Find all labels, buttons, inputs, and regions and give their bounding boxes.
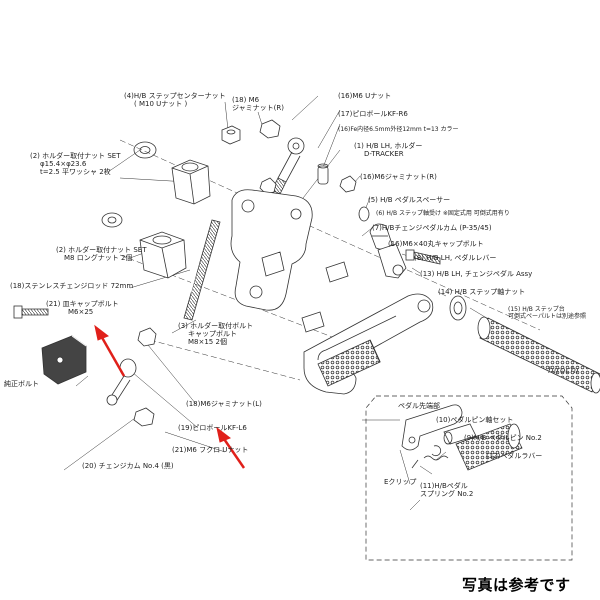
inset-pedal-rubber <box>455 423 523 471</box>
label-hb-lh-pedal-lever: (8) H/B LH, ペダルレバー <box>414 254 497 262</box>
holder-washer-2 <box>101 212 123 228</box>
label-m6x40-bolt: (16)M6×40丸キャップボルト <box>388 240 484 248</box>
label-hb-pedal-spring: (11)H/Bペダル スプリング No.2 <box>420 482 474 498</box>
step-nut-14 <box>449 295 467 321</box>
arrow-cap-bolt <box>98 333 126 377</box>
label-oem-bolt: 純正ボルト <box>4 380 39 388</box>
label-center-nut: (4)H/B ステップセンターナット ( M10 Uナット ) <box>124 92 226 108</box>
cap-bolt-m6 <box>13 305 49 319</box>
center-nut-m10 <box>221 125 241 145</box>
pedal-knurled-grip-lever <box>317 339 381 387</box>
arrow-cap-bolt-head <box>94 324 110 341</box>
label-holder-nut-long: (2) ホルダー取付ナット SET M8 ロングナット 2個 <box>56 246 147 262</box>
label-pedal-spacer: (5) H/B ペダルスペーサー <box>368 196 451 204</box>
pedal-tip-inset <box>365 395 573 561</box>
label-change-pedal-cam: (7)H/Bチェンジペダルカム (P-35/45) <box>372 224 492 232</box>
m6-small-nut <box>259 177 277 195</box>
label-holder-nut-set: (2) ホルダー取付ナット SET φ15.4×φ23.6 t=2.5 平ワッシ… <box>30 152 121 176</box>
holder-bolt-1 <box>301 311 325 333</box>
label-step-shaft: (6) H/B ステップ軸受け ※固定式用 可倒式用有り <box>376 210 510 217</box>
footnote: 写真は参考です <box>462 576 571 594</box>
holder-long-nut <box>139 231 187 279</box>
label-m6-jam-r-top: (18) M6 ジャミナット(R) <box>232 96 284 112</box>
label-m6-flange-nut: (21)M6 フクロ Uナット <box>172 446 249 454</box>
callout-arrows <box>94 324 246 469</box>
label-holder-hb-lh: (1) H/B LH, ホルダー D-TRACKER <box>354 142 423 158</box>
jam-nut-l <box>137 327 157 347</box>
watermark: hirochi <box>548 366 579 376</box>
label-stainless-rod: (18)ステンレスチェンジロッド 72mm <box>10 282 134 290</box>
label-m6-jam-r-mid: (16)M6ジャミナット(R) <box>360 173 437 181</box>
inset-pedal-lever <box>401 404 463 451</box>
label-m6-jam-l: (18)M6ジャミナット(L) <box>186 400 262 408</box>
inset-pedal-pin <box>443 423 477 445</box>
label-cap-bolt-m6: (21) 皿キャップボルト M6×25 <box>46 300 119 316</box>
label-hb-lh-change-pedal: (13) H/B LH, チェンジペダル Assy <box>420 270 533 278</box>
jam-nut-r-mid <box>339 175 357 193</box>
label-e-clip: Eクリップ <box>384 478 417 486</box>
inset-spring <box>411 455 449 469</box>
pedal-spacer <box>358 206 370 222</box>
label-pedal-tip: ペダル先端部 <box>398 402 440 410</box>
holder-bolt-2 <box>325 261 349 283</box>
m6-flange-nut <box>133 407 155 427</box>
label-pedal-pin-set: (10)ペダルピン軸セット <box>436 416 514 424</box>
jam-nut-r-top <box>259 119 281 139</box>
oem-bolt-block <box>41 335 87 385</box>
arrow-flange-nut <box>220 435 246 469</box>
holder-nut-washer <box>133 141 157 159</box>
pillowball-r6 <box>271 137 305 195</box>
label-holder-bolt: (3) ホルダー取付ボルト キャップボルト M8×15 2個 <box>178 322 254 346</box>
label-m6-unut: (16)M6 Uナット <box>338 92 392 100</box>
change-pedal-cam <box>377 243 407 279</box>
arrow-flange-nut-head <box>216 426 232 443</box>
label-change-cam-no4: (20) チェンジカム No.4 (黒) <box>82 462 174 470</box>
label-step-shaft-nut: (14) H/B ステップ軸ナット <box>438 288 526 296</box>
fe-collar <box>317 163 329 185</box>
step-bearing <box>369 223 393 250</box>
holder-hex-nut <box>171 159 211 205</box>
holder-bracket <box>230 189 313 311</box>
change-rod <box>183 219 221 321</box>
label-pedal-rubber: (12)ペダルラバー <box>486 452 543 460</box>
m6x40-cap-bolt <box>405 249 441 265</box>
step-peg-knurled <box>477 316 600 394</box>
inset-e-clip <box>431 445 442 457</box>
label-fe-collar: (16)Fe内径6.5mm外径12mm t=13 カラー <box>338 126 459 133</box>
label-step-folding: (15) H/B ステップ台 可倒式ペーパルトは別途参照 <box>508 306 586 320</box>
change-cam-no4 <box>106 358 137 406</box>
label-hb-pedal-pin: (9)H/B ペダルピン No.2 <box>464 434 542 442</box>
label-pillowball-r6: (17)ピロボールKF-R6 <box>338 110 408 118</box>
label-pillowball-l6: (19)ピロボールKF-L6 <box>178 424 247 432</box>
